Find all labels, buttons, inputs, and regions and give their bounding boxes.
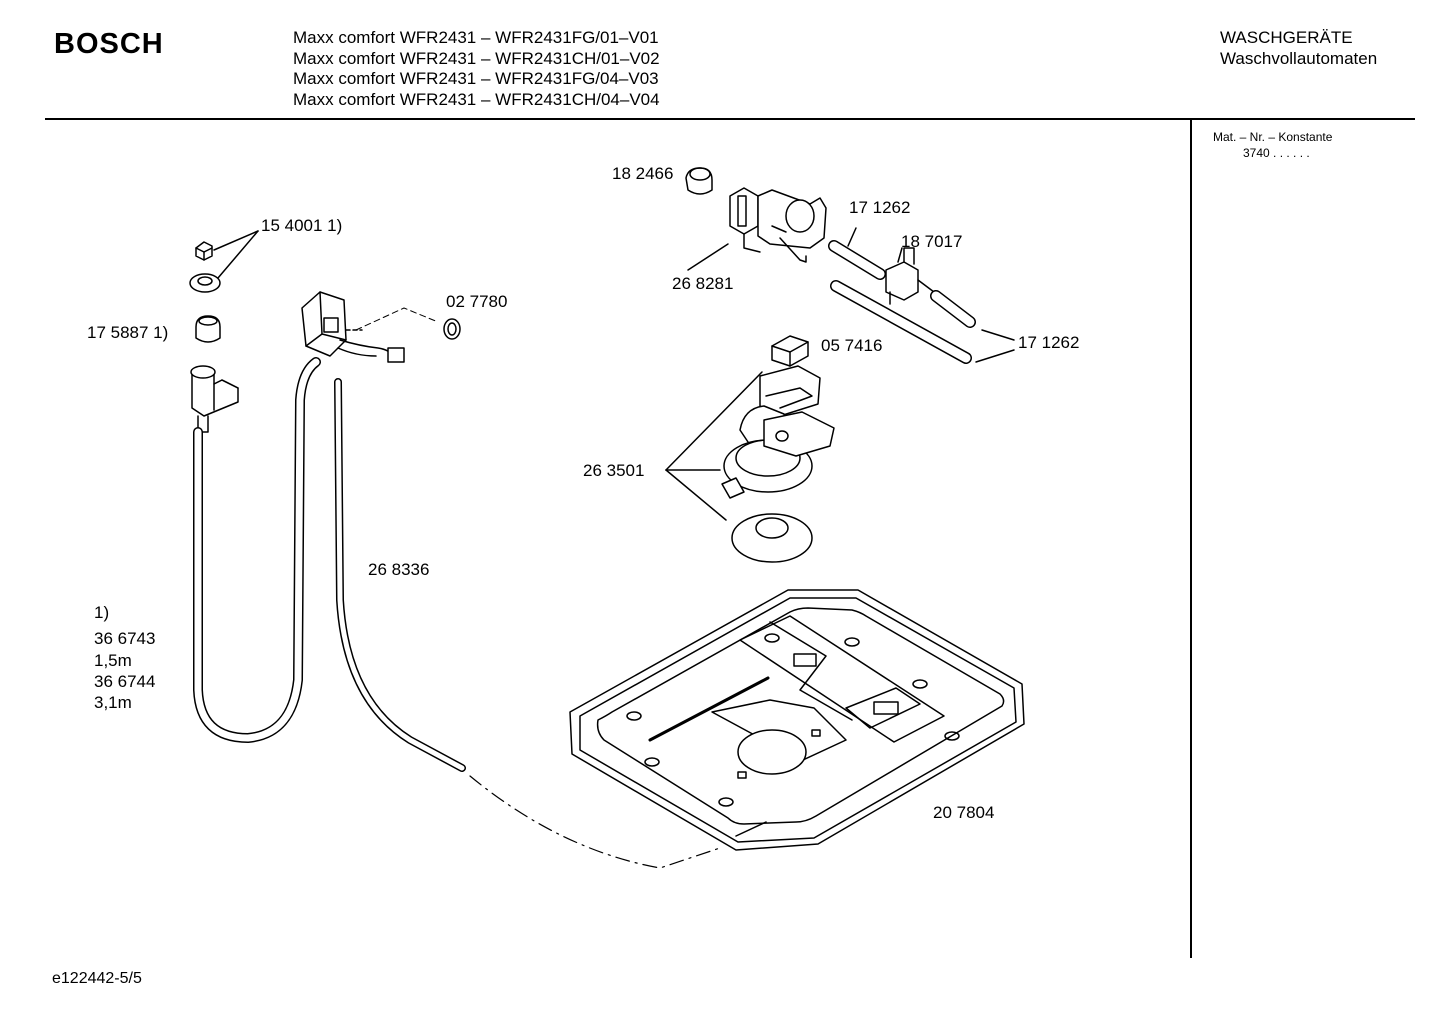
document-id: e122442-5/5	[52, 970, 142, 987]
header-divider-right	[1191, 118, 1415, 120]
hose-fitting-drawing	[190, 365, 239, 433]
model-line: Maxx comfort WFR2431 – WFR2431FG/01–V01	[293, 28, 659, 47]
clip-part-drawing	[771, 335, 809, 367]
mat-number-label: Mat. – Nr. – Konstante	[1213, 130, 1333, 144]
washer-part-drawing	[189, 273, 221, 293]
footnote-part-2: 36 6744	[94, 671, 156, 691]
part-label-027780: 02 7780	[446, 292, 508, 311]
model-line: Maxx comfort WFR2431 – WFR2431CH/01–V02	[293, 48, 660, 68]
plug-part-drawing	[685, 167, 713, 195]
mat-number-value: 3740 . . . . . .	[1243, 146, 1310, 160]
pressure-switch-drawing	[721, 365, 835, 499]
category-subtitle: Waschvollautomaten	[1220, 48, 1378, 68]
part-label-171262-bottom: 17 1262	[1018, 333, 1080, 352]
footnote-marker: 1)	[94, 603, 110, 622]
nut-part-drawing	[195, 241, 213, 261]
hose-connector-drawing	[301, 291, 439, 363]
part-label-263501: 26 3501	[583, 461, 645, 480]
header-divider	[45, 118, 1191, 120]
category-title: WASCHGERÄTE	[1220, 28, 1353, 47]
part-label-207804: 20 7804	[933, 803, 995, 822]
model-list: Maxx comfort WFR2431 – WFR2431FG/01–V01 …	[293, 28, 660, 111]
part-label-187017: 18 7017	[901, 232, 963, 251]
model-line: Maxx comfort WFR2431 – WFR2431CH/04–V04	[293, 90, 660, 110]
inlet-valve-drawing	[729, 187, 827, 263]
part-label-171262-top: 17 1262	[849, 198, 911, 217]
o-ring-drawing	[443, 318, 461, 340]
part-label-268336: 26 8336	[368, 560, 430, 579]
category-block: WASCHGERÄTE Waschvollautomaten	[1220, 28, 1377, 69]
part-label-268281: 26 8281	[672, 274, 734, 293]
footnote-length-1: 1,5m	[94, 650, 132, 670]
part-label-057416: 05 7416	[821, 336, 883, 355]
part-label-182466: 18 2466	[612, 164, 674, 183]
footnote-block: 1) 36 6743 1,5m 36 6744 3,1m	[94, 602, 155, 713]
cap-part-drawing	[195, 315, 221, 343]
base-plate-drawing	[569, 589, 1025, 851]
model-line: Maxx comfort WFR2431 – WFR2431FG/04–V03	[293, 69, 659, 89]
part-label-154001: 15 4001 1)	[261, 216, 343, 235]
brand-logo: BOSCH	[54, 28, 164, 60]
footnote-length-2: 3,1m	[94, 693, 132, 713]
footnote-part-1: 36 6743	[94, 629, 156, 649]
part-label-175887: 17 5887 1)	[87, 323, 169, 342]
sidebar-divider	[1190, 118, 1192, 958]
t-connector-drawing	[885, 247, 935, 305]
membrane-drawing	[731, 513, 813, 563]
